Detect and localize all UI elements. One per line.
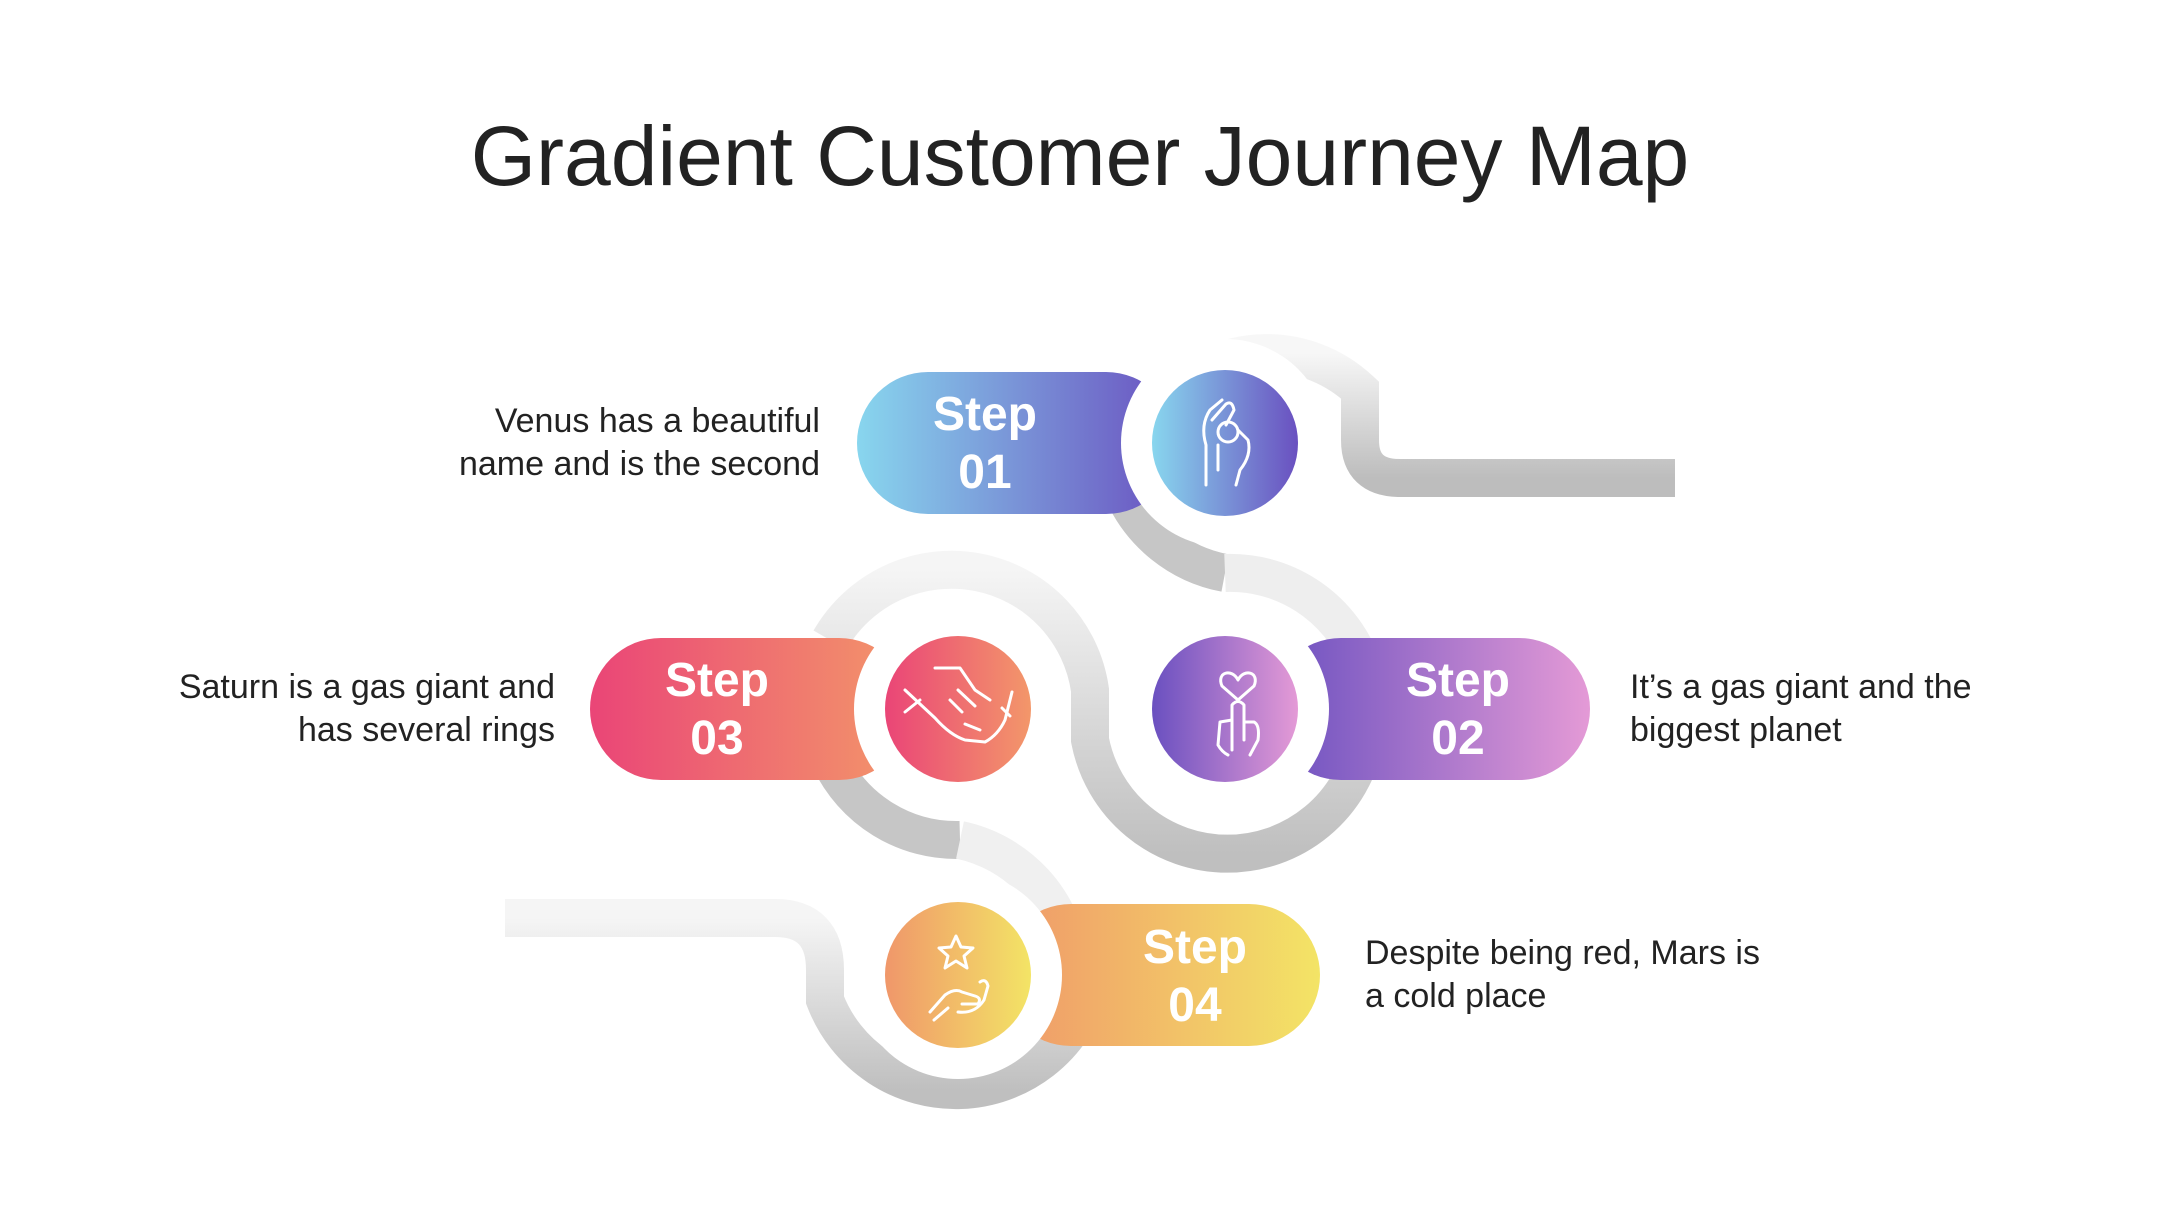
step-04-description: Despite being red, Mars is a cold place <box>1365 932 1885 1018</box>
step-01: Step 01 <box>857 339 1329 547</box>
step-01-word: Step <box>933 388 1037 441</box>
step-04-number: 04 <box>1168 979 1222 1032</box>
heart-finger-icon <box>1216 671 1260 757</box>
step-03-number: 03 <box>690 712 743 765</box>
step-03-line-2: has several rings <box>297 711 555 749</box>
step-02-word: Step <box>1406 654 1510 707</box>
handshake-icon <box>903 666 1014 744</box>
step-01-number: 01 <box>958 446 1011 499</box>
step-02: Step 02 <box>1121 605 1590 813</box>
step-02-badge <box>1152 636 1298 782</box>
page-title: Gradient Customer Journey Map <box>470 109 1690 203</box>
step-01-description: Venus has a beautiful name and is the se… <box>300 400 820 486</box>
step-02-description: It’s a gas giant and the biggest planet <box>1630 666 2150 752</box>
step-04-word: Step <box>1143 921 1247 974</box>
step-03-line-1: Saturn is a gas giant and <box>178 668 555 706</box>
step-01-line-1: Venus has a beautiful <box>494 402 820 440</box>
step-02-line-1: It’s a gas giant and the <box>1630 668 1972 706</box>
step-01-line-2: name and is the second <box>458 445 820 483</box>
step-03-description: Saturn is a gas giant and has several ri… <box>35 666 555 752</box>
step-03: Step 03 <box>590 605 1062 813</box>
step-04-line-1: Despite being red, Mars is <box>1365 934 1760 972</box>
step-03-pill <box>590 638 910 780</box>
star-hand-icon <box>928 934 990 1022</box>
step-02-line-2: biggest planet <box>1630 711 1842 749</box>
step-02-number: 02 <box>1431 712 1484 765</box>
step-04-pill <box>1000 904 1320 1046</box>
step-04: Step 04 <box>854 871 1320 1079</box>
ok-hand-icon <box>1202 398 1251 487</box>
step-03-word: Step <box>665 654 769 707</box>
step-01-pill <box>857 372 1177 514</box>
step-04-badge <box>885 902 1031 1048</box>
step-04-line-2: a cold place <box>1365 977 1547 1015</box>
step-02-pill <box>1270 638 1590 780</box>
